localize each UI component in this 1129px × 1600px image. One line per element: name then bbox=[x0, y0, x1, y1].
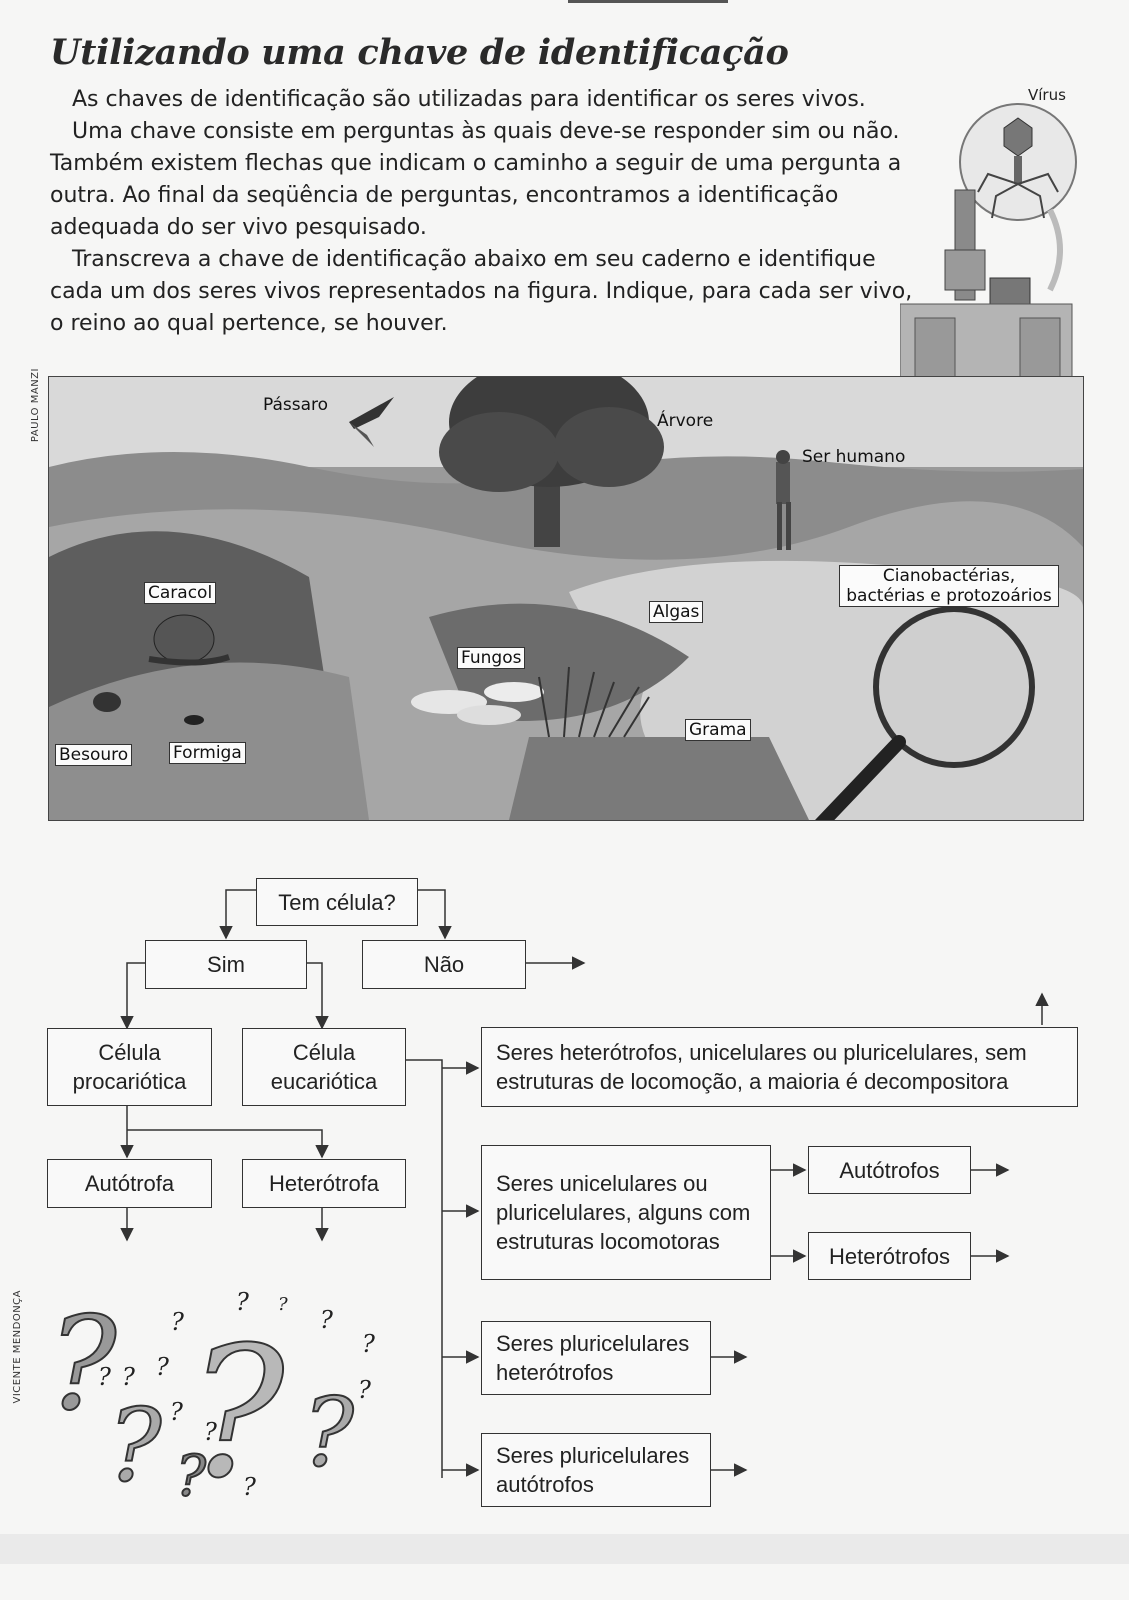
question-mark-tiny: ? bbox=[236, 1290, 249, 1316]
key-box-heterotrofa: Heterótrofa bbox=[242, 1159, 406, 1208]
key-box-autotrofa: Autótrofa bbox=[47, 1159, 212, 1208]
key-box-decompositores: Seres heterótrofos, unicelulares ou plur… bbox=[481, 1027, 1078, 1107]
key-box-nao: Não bbox=[362, 940, 526, 989]
question-mark-tiny: ? bbox=[243, 1473, 256, 1501]
key-box-celula-eucariotica: Célula eucariótica bbox=[242, 1028, 406, 1106]
question-mark-tiny: ? bbox=[171, 1308, 184, 1336]
question-mark-tiny: ? bbox=[320, 1306, 333, 1334]
key-box-autotrofos: Autótrofos bbox=[808, 1146, 971, 1194]
question-mark-small-bottom: ? bbox=[176, 1444, 207, 1505]
question-mark-tiny: ? bbox=[278, 1294, 288, 1315]
question-marks-illustration: ? ? ? ? ? ? ? ? ? ? ? ? ? ? ? ? ? bbox=[48, 1290, 388, 1505]
question-mark-medium-right: ? bbox=[303, 1378, 355, 1488]
question-art-credit: VICENTE MENDONÇA bbox=[12, 1290, 23, 1403]
key-box-pluricelulares-heterotrofos: Seres pluricelulares heterótrofos bbox=[481, 1321, 711, 1395]
key-box-pluricelulares-autotrofos: Seres pluricelulares autótrofos bbox=[481, 1433, 711, 1507]
key-box-sim: Sim bbox=[145, 940, 307, 989]
question-mark-medium-left: ? bbox=[108, 1387, 163, 1504]
bottom-page-strip bbox=[0, 1534, 1129, 1564]
question-mark-tiny: ? bbox=[156, 1353, 169, 1381]
key-box-celula-procariotica: Célula procariótica bbox=[47, 1028, 212, 1106]
question-mark-tiny: ? bbox=[204, 1418, 217, 1446]
question-mark-tiny: ? bbox=[170, 1398, 183, 1426]
question-mark-tiny: ? bbox=[358, 1376, 371, 1404]
question-mark-tiny: ? bbox=[98, 1363, 111, 1391]
key-box-heterotrofos: Heterótrofos bbox=[808, 1232, 971, 1280]
question-mark-tiny: ? bbox=[362, 1330, 375, 1358]
question-mark-tiny: ? bbox=[122, 1363, 135, 1391]
key-box-tem-celula: Tem célula? bbox=[256, 878, 418, 926]
key-box-unicelulares-locomotoras: Seres unicelulares ou pluricelulares, al… bbox=[481, 1145, 771, 1280]
